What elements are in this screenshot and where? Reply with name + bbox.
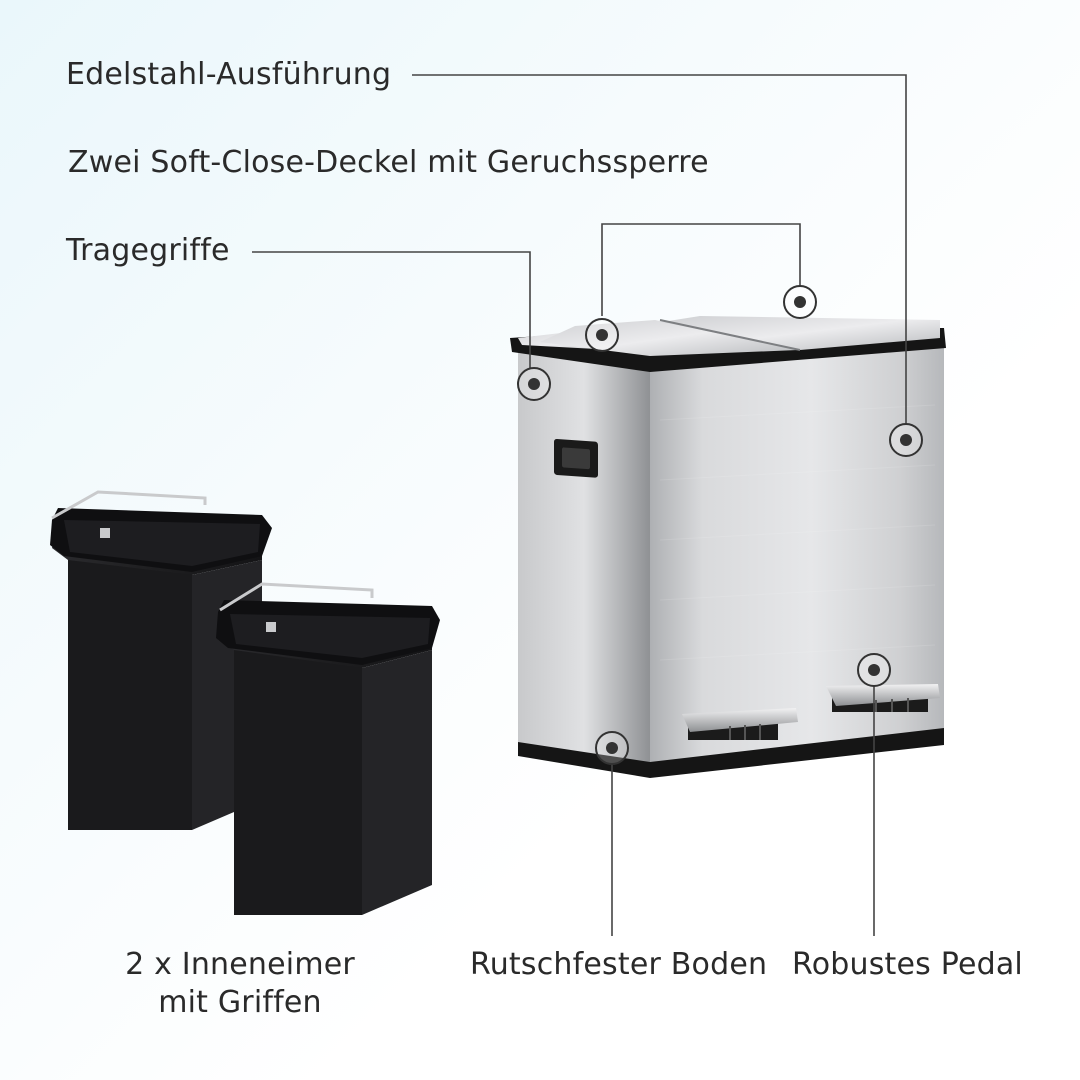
- inner-bucket-left: [50, 490, 272, 830]
- pedal-left: [682, 708, 798, 740]
- callout-markers: [517, 285, 923, 765]
- label-inner-buckets: 2 x Inneneimer mit Griffen: [100, 946, 380, 1021]
- marker-lid-right: [783, 285, 817, 319]
- label-inner-buckets-line1: 2 x Inneneimer: [125, 947, 355, 982]
- label-handles: Tragegriffe: [66, 233, 230, 268]
- marker-base: [595, 731, 629, 765]
- marker-steel: [889, 423, 923, 457]
- label-inner-buckets-line2: mit Griffen: [158, 984, 322, 1020]
- marker-handle: [517, 367, 551, 401]
- label-non-slip-base: Rutschfester Boden: [470, 947, 768, 982]
- marker-lid-left: [585, 318, 619, 352]
- marker-pedal: [857, 653, 891, 687]
- label-soft-close-lids: Zwei Soft-Close-Deckel mit Geruchssperre: [68, 145, 709, 180]
- inner-bucket-right: [216, 582, 440, 915]
- callout-lines: [252, 74, 907, 936]
- label-steel-finish: Edelstahl-Ausführung: [66, 57, 392, 92]
- label-pedal: Robustes Pedal: [792, 947, 1023, 982]
- pedal-right: [826, 684, 940, 712]
- steel-bin: [510, 316, 946, 778]
